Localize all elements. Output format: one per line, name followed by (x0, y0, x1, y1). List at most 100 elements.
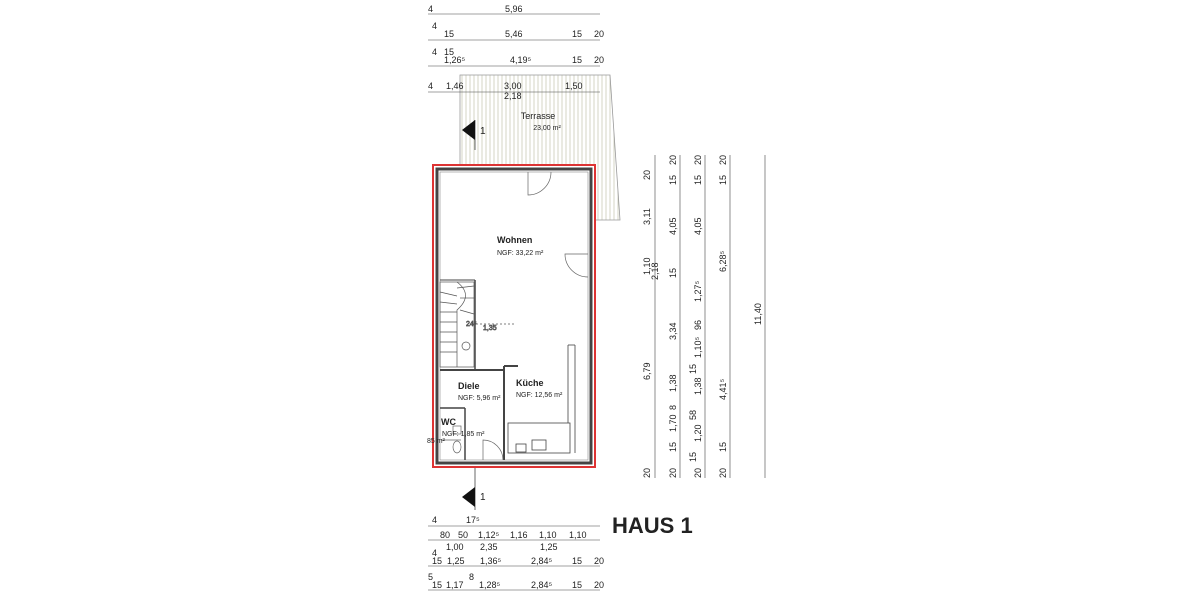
right-dim-c4-3: 4,41⁵ (718, 378, 728, 400)
terrace-label: Terrasse (521, 111, 556, 121)
bottom-dim-r1-0: 4 (432, 515, 437, 525)
top-dim-r3-4: 15 (572, 55, 582, 65)
house-title: HAUS 1 (612, 513, 693, 538)
bottom-dim-r4-1: 15 (432, 580, 442, 590)
top-dim-r3-0: 4 (432, 47, 437, 57)
right-dim-c3-1: 15 (693, 175, 703, 185)
right-dim-c2-5: 3,34 (668, 322, 678, 340)
right-dim-c1-3: 6,79 (642, 362, 652, 380)
right-dim-c2-7: 8 (668, 405, 678, 410)
right-dim-c3-0: 20 (693, 155, 703, 165)
top-dim-r2-0: 4 (432, 21, 437, 31)
right-dimensions: 20 3,11 1,10 6,79 20 20 15 4,05 2,18 15 … (642, 155, 766, 478)
right-dim-c4-2: 6,28⁵ (718, 250, 728, 272)
right-dim-c1-1: 3,11 (642, 208, 652, 225)
bottom-dim-r4-0: 5 (428, 572, 433, 582)
terrace-area: 23,00 m² (533, 125, 561, 132)
top-dim-r4-0: 4 (428, 81, 433, 91)
right-dim-c2-6: 1,38 (668, 374, 678, 392)
bottom-dim-r2b-2: 1,25 (540, 542, 558, 552)
room-kueche-area: NGF: 12,56 m² (516, 392, 563, 399)
top-dim-r2-2: 5,46 (505, 29, 523, 39)
right-dim-c3-5: 1,10⁵ (693, 336, 703, 358)
bottom-dim-r3-1: 15 (432, 556, 442, 566)
bottom-dim-r3-0: 4 (432, 548, 437, 558)
bottom-dimensions: 4 17⁵ 80 50 1,12⁵ 1,16 1,10 1,10 1,00 2,… (428, 515, 604, 591)
stair-length-label: 1,35 (483, 325, 497, 332)
section-marker-bottom-label: 1 (480, 492, 486, 503)
bottom-dim-r4-6: 15 (572, 580, 582, 590)
right-dim-c1-4: 20 (642, 468, 652, 478)
bottom-dim-r3-2: 1,25 (447, 556, 465, 566)
bottom-dim-r2-2: 1,12⁵ (478, 530, 500, 540)
room-kueche-name: Küche (516, 378, 544, 388)
right-dim-c2-10: 20 (668, 468, 678, 478)
bottom-dim-r2-1: 50 (458, 530, 468, 540)
right-dim-c3-6: 15 (688, 364, 698, 374)
top-dim-r1-0: 4 (428, 4, 433, 14)
top-dimensions: 4 5,96 4 15 5,46 15 20 4 15 1,26⁵ 4,19⁵ … (428, 4, 604, 101)
right-dim-c3-2: 4,05 (693, 217, 703, 235)
bottom-dim-r2-0: 80 (440, 530, 450, 540)
room-wc-name: WC (441, 417, 456, 427)
room-diele-area: NGF: 5,96 m² (458, 395, 501, 402)
right-dim-c2-2: 4,05 (668, 217, 678, 235)
bottom-dim-r3-5: 15 (572, 556, 582, 566)
right-dim-c1-0: 20 (642, 170, 652, 180)
right-dim-c2-9: 15 (668, 442, 678, 452)
right-dim-c3-9: 1,20 (693, 424, 703, 442)
right-dim-c2-8: 1,70 (668, 414, 678, 432)
right-dim-c5-0: 11,40 (753, 303, 763, 325)
right-dim-c3-7: 1,38 (693, 377, 703, 395)
section-marker-bottom: 1 (462, 468, 486, 510)
right-dim-c4-4: 15 (718, 442, 728, 452)
top-dim-r4-4: 1,50 (565, 81, 583, 91)
right-dim-c3-3: 1,27⁵ (693, 280, 703, 302)
top-dim-r3-2: 1,26⁵ (444, 55, 466, 65)
room-labels: Wohnen NGF: 33,22 m² Diele NGF: 5,96 m² … (427, 235, 563, 445)
stair-riser-label: 24⁵ (466, 321, 477, 328)
right-dim-c2-0: 20 (668, 155, 678, 165)
room-wohnen-name: Wohnen (497, 235, 532, 245)
room-diele-name: Diele (458, 381, 480, 391)
room-wohnen-area: NGF: 33,22 m² (497, 250, 544, 257)
bottom-dim-r2-5: 1,10 (569, 530, 587, 540)
right-dim-c3-11: 20 (693, 468, 703, 478)
doors (441, 171, 589, 461)
bottom-dim-r4-2: 1,17 (446, 580, 464, 590)
room-wc-area: NGF: 1,85 m² (442, 431, 485, 438)
bottom-dim-r3-6: 20 (594, 556, 604, 566)
right-dim-c2-4: 15 (668, 268, 678, 278)
staircase: 24⁵ 1,35 (439, 281, 514, 368)
interior-walls (440, 279, 576, 460)
top-dim-r3-1: 15 (444, 47, 454, 57)
right-dim-c3-4: 96 (693, 320, 703, 330)
right-dim-c2-1: 15 (668, 175, 678, 185)
top-dim-r3-5: 20 (594, 55, 604, 65)
bottom-dim-r2-4: 1,10 (539, 530, 557, 540)
bottom-dim-r2-3: 1,16 (510, 530, 528, 540)
top-dim-r4-3: 2,18 (504, 91, 522, 101)
bottom-dim-r2b-1: 2,35 (480, 542, 498, 552)
bottom-dim-r2b-0: 1,00 (446, 542, 464, 552)
right-dim-c4-1: 15 (718, 175, 728, 185)
right-dim-c4-5: 20 (718, 468, 728, 478)
right-dim-c3-10: 15 (688, 452, 698, 462)
bottom-dim-r3-4: 2,84⁵ (531, 556, 553, 566)
section-marker-top-label: 1 (480, 126, 486, 137)
right-dim-c4-0: 20 (718, 155, 728, 165)
room-partial-area: 85 m² (427, 438, 446, 445)
top-dim-r3-3: 4,19⁵ (510, 55, 532, 65)
bottom-dim-r4-7: 20 (594, 580, 604, 590)
bottom-dim-r4-5: 2,84⁵ (531, 580, 553, 590)
bottom-dim-r4-3: 8 (469, 572, 474, 582)
bottom-dim-r4-4: 1,28⁵ (479, 580, 501, 590)
top-dim-r2-4: 20 (594, 29, 604, 39)
right-dim-c1-2: 1,10 (642, 257, 652, 275)
top-dim-r2-3: 15 (572, 29, 582, 39)
right-dim-c2-3: 2,18 (650, 262, 660, 280)
bottom-dim-r3-3: 1,36⁵ (480, 556, 502, 566)
top-dim-r2-1: 15 (444, 29, 454, 39)
right-dim-c3-8: 58 (688, 410, 698, 420)
